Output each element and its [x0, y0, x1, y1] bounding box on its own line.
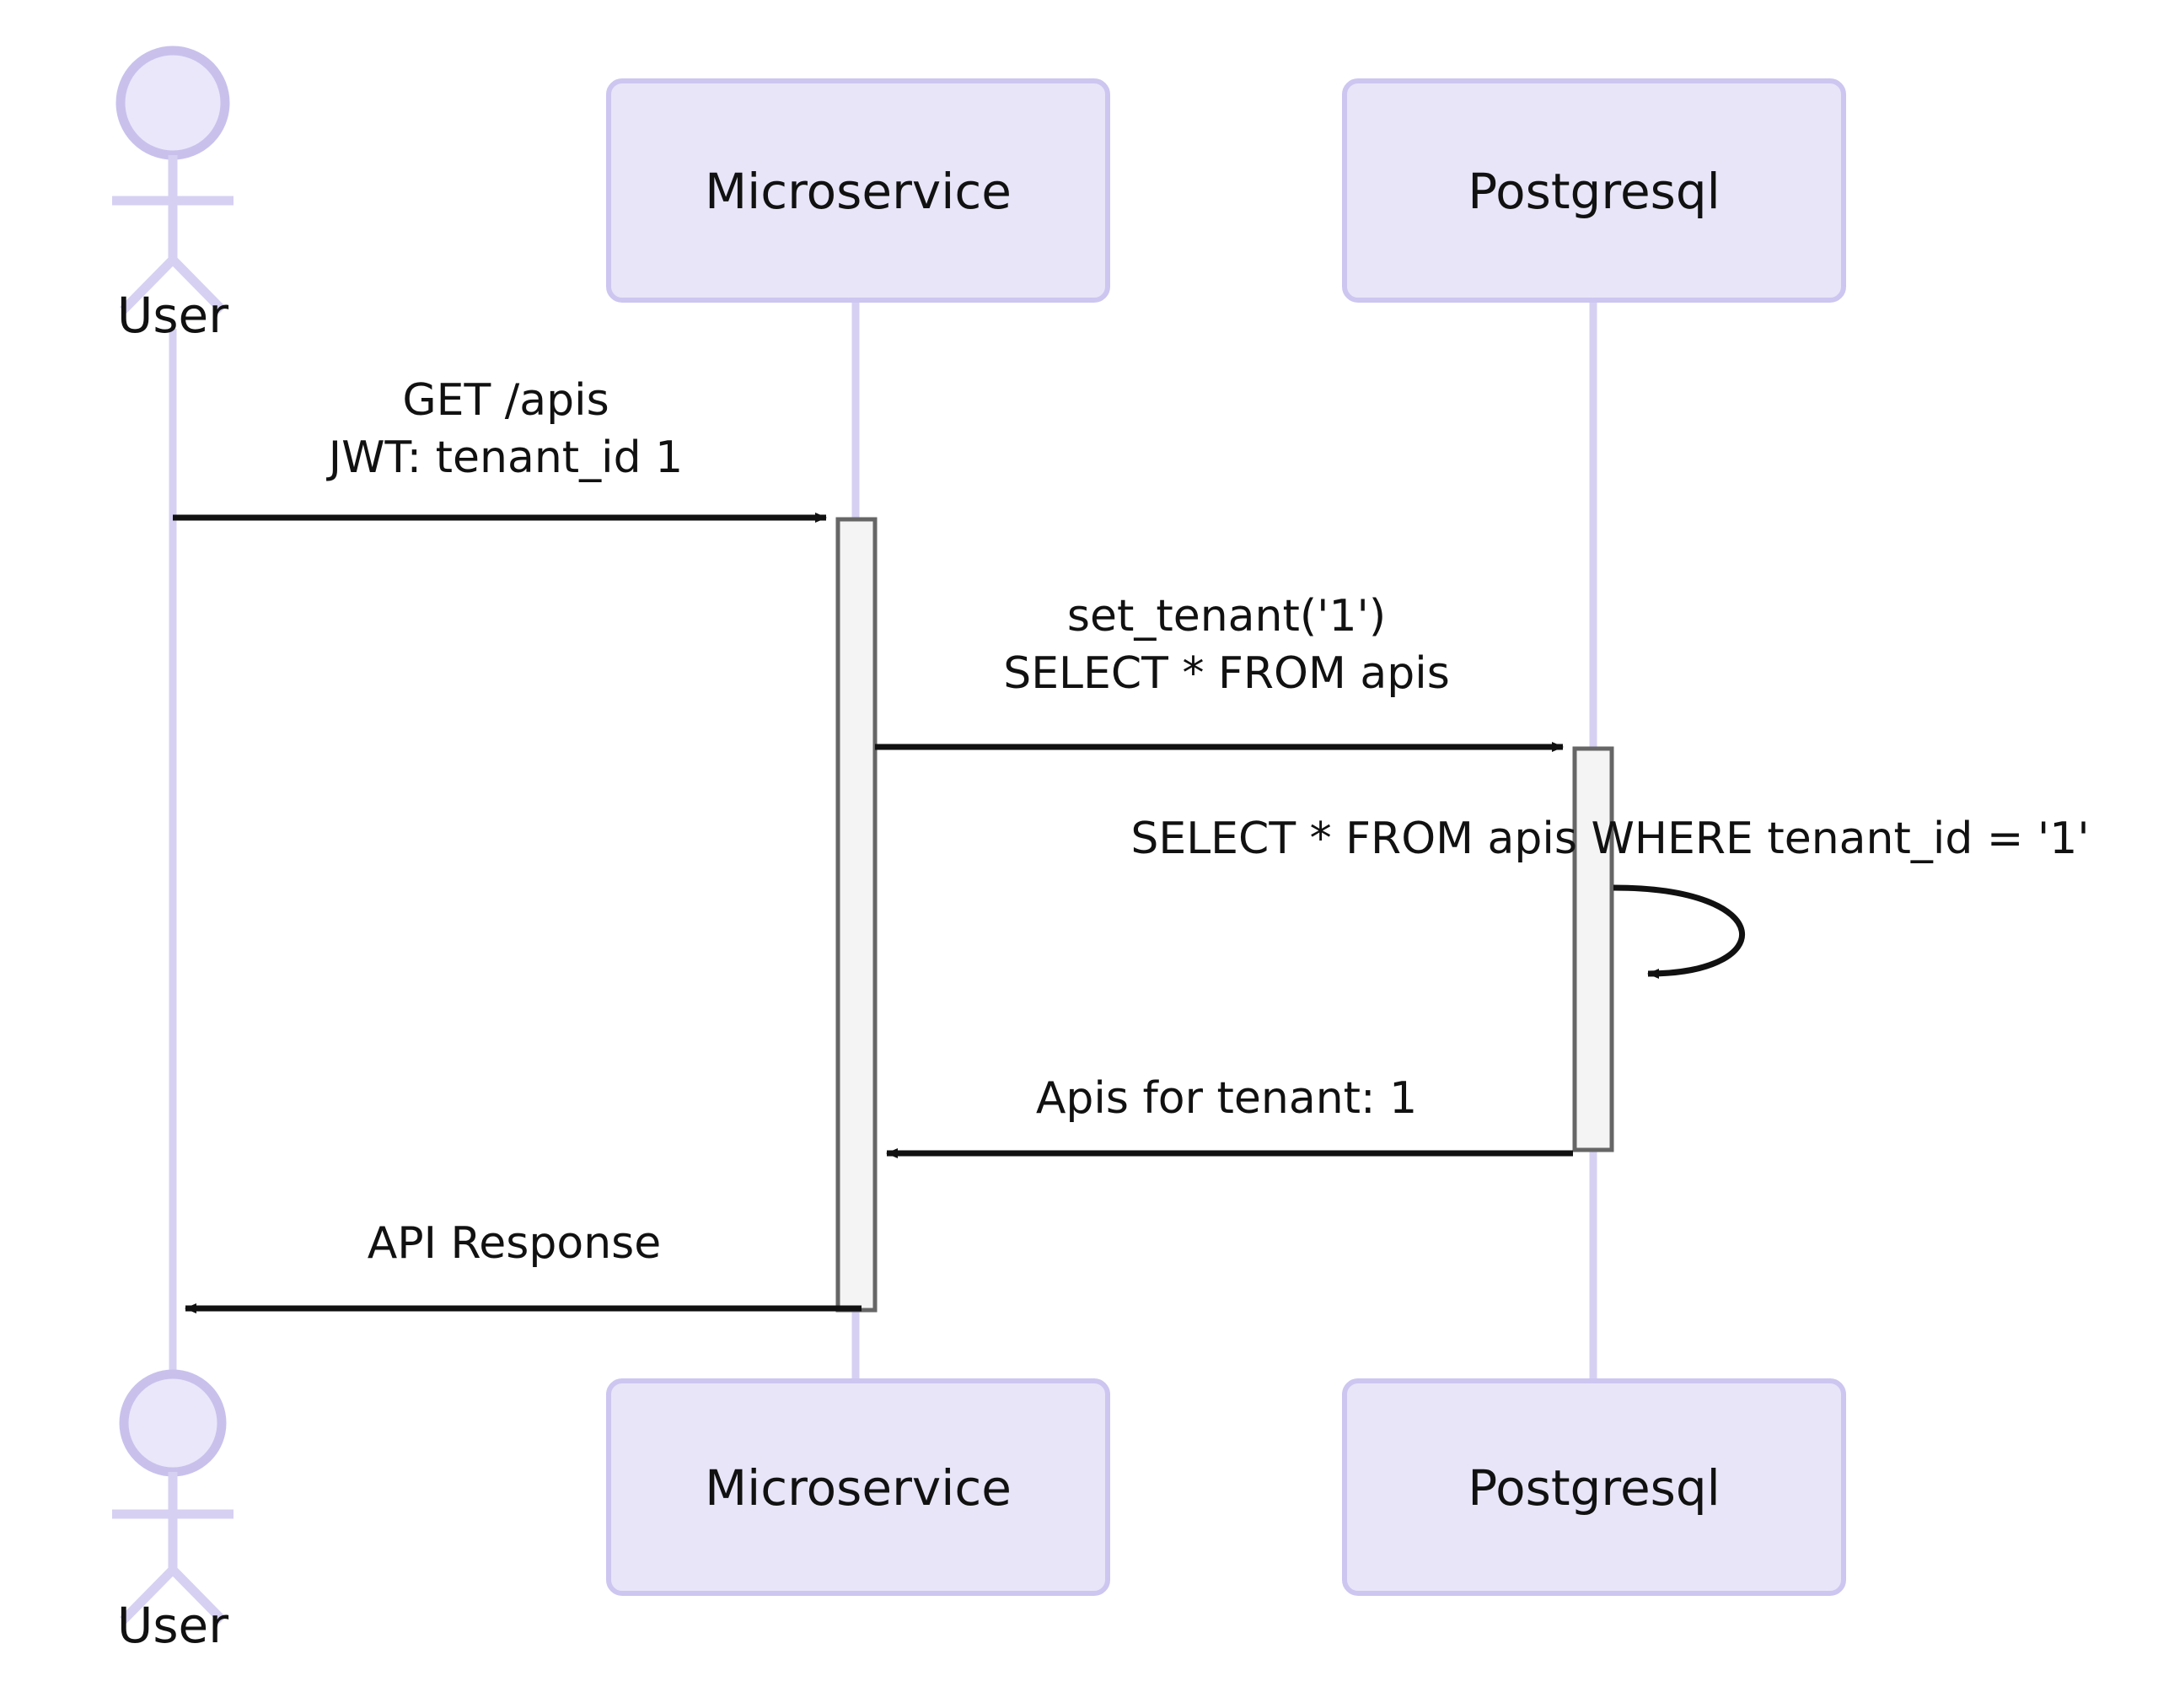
message-3-line-1: SELECT * FROM apis WHERE tenant_id = '1' — [1130, 814, 2089, 864]
message-3-self-loop-select-where[interactable]: SELECT * FROM apis WHERE tenant_id = '1' — [1130, 814, 2090, 979]
activation-bar-postgresql — [1572, 746, 1614, 1152]
participant-label-postgresql-bottom: Postgresql — [1468, 1459, 1720, 1517]
message-4-line-1: Apis for tenant: 1 — [1036, 1073, 1417, 1124]
participant-microservice-bottom[interactable]: Microservice — [606, 1378, 1110, 1596]
participant-box — [606, 1378, 1110, 1596]
actor-leg-left-line — [120, 256, 176, 314]
message-3-self-loop-path — [1613, 884, 1745, 979]
message-2-line-2: SELECT * FROM apis — [1003, 648, 1450, 699]
activation-bar-microservice — [835, 517, 878, 1313]
participant-postgresql-bottom[interactable]: Postgresql — [1342, 1378, 1846, 1596]
message-5-line-1: API Response — [368, 1218, 662, 1269]
message-5-api-response[interactable]: API Response — [185, 1218, 862, 1313]
message-1-get-apis[interactable]: GET /apis JWT: tenant_id 1 — [173, 375, 827, 523]
actor-user-top[interactable]: User — [112, 46, 234, 344]
message-4-apis-for-tenant[interactable]: Apis for tenant: 1 — [886, 1073, 1573, 1158]
participant-box — [606, 78, 1110, 303]
actor-label-user-bottom: User — [117, 1597, 228, 1654]
participant-box — [1342, 1378, 1846, 1596]
actor-head-icon — [115, 46, 230, 160]
actor-leg-left-line — [120, 1566, 176, 1624]
activation-bars — [835, 517, 1614, 1313]
participant-postgresql-top[interactable]: Postgresql — [1342, 78, 1846, 303]
message-2-set-tenant-select[interactable]: set_tenant('1') SELECT * FROM apis — [875, 591, 1564, 752]
participant-microservice-top[interactable]: Microservice — [606, 78, 1110, 303]
actor-head-icon — [119, 1369, 227, 1477]
message-1-line-2: JWT: tenant_id 1 — [326, 432, 683, 483]
message-1-line-1: GET /apis — [402, 375, 609, 426]
participant-label-microservice-top: Microservice — [705, 163, 1012, 220]
message-2-line-1: set_tenant('1') — [1067, 591, 1386, 642]
actor-user-bottom[interactable]: User — [112, 1369, 234, 1654]
actor-leg-right-line — [169, 256, 226, 314]
participant-label-microservice-bottom: Microservice — [705, 1459, 1012, 1517]
participant-label-postgresql-top: Postgresql — [1468, 163, 1720, 220]
actor-leg-right-line — [169, 1566, 226, 1624]
actor-label-user-top: User — [117, 287, 228, 344]
participant-box — [1342, 78, 1846, 303]
